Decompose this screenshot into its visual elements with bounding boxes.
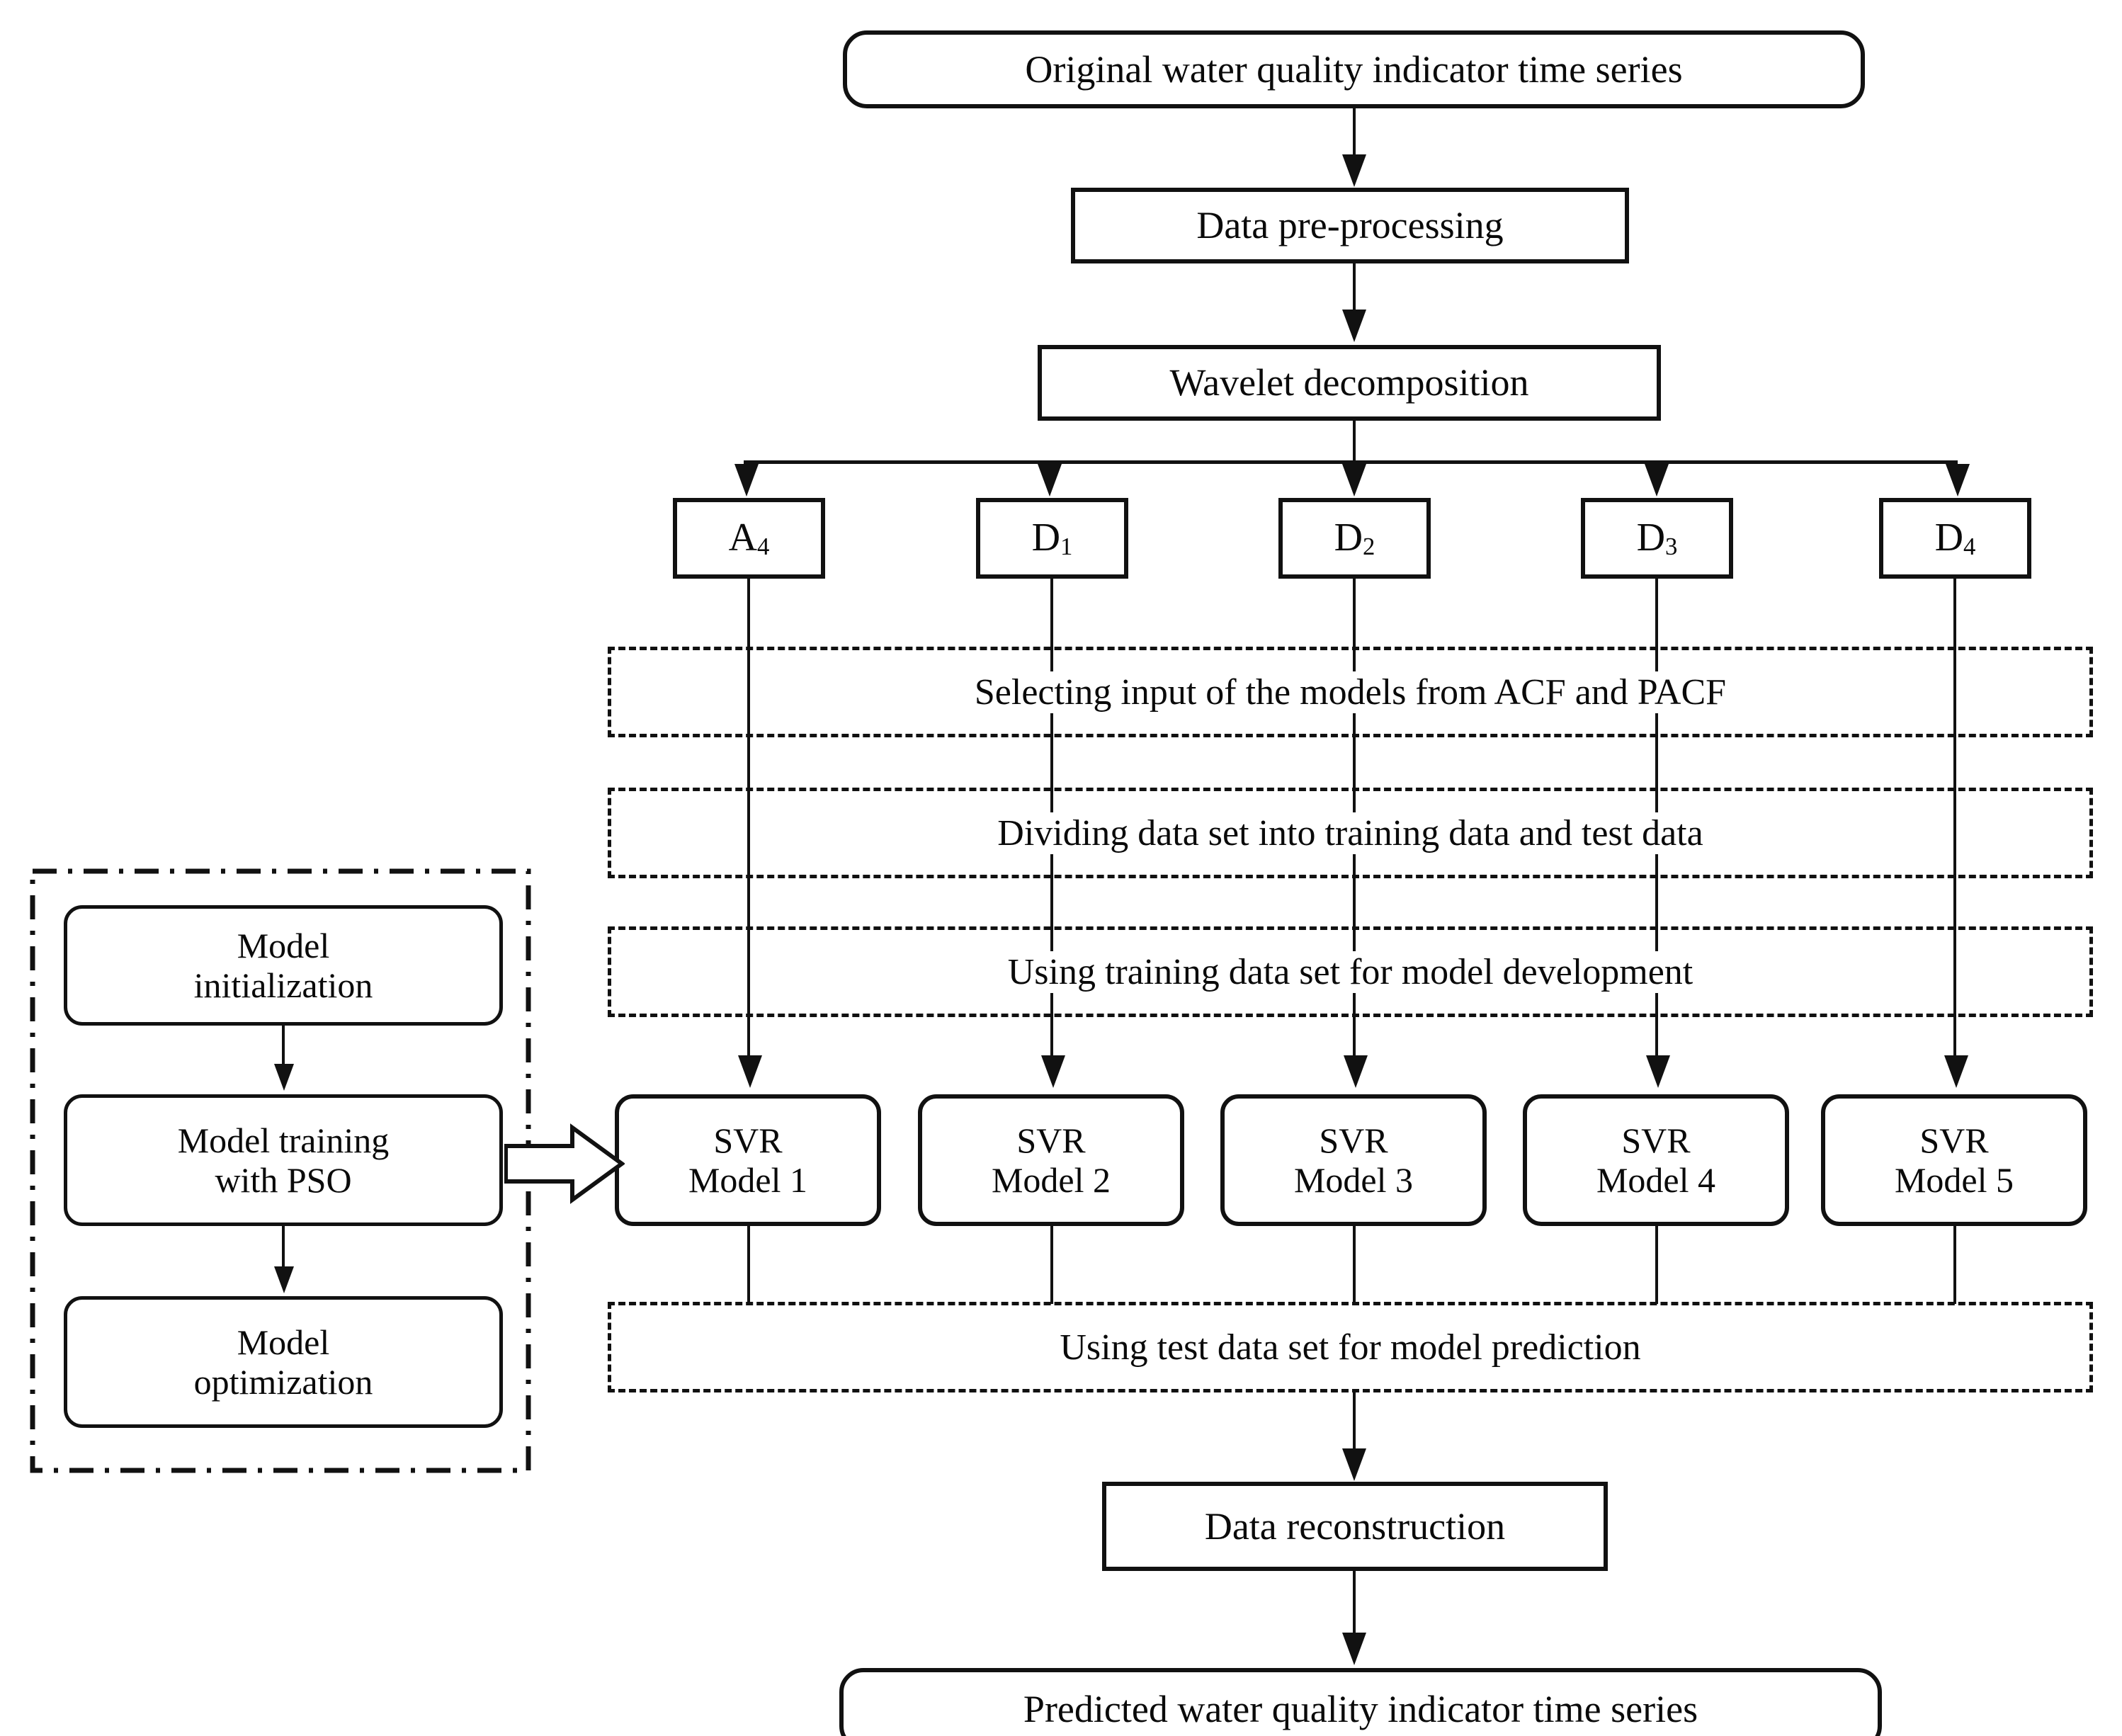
band-training-development-label: Using training data set for model develo… (994, 951, 1706, 993)
arrowhead-reconstruction (1342, 1448, 1366, 1481)
node-component-d2-label: D2 (1334, 515, 1375, 561)
node-model-training-pso-line1: Model training (177, 1121, 390, 1160)
svr-4-to-test-band (1655, 1226, 1658, 1304)
node-model-initialization-line1: Model (237, 926, 330, 965)
pso-panel-frame (30, 868, 531, 1473)
svr-3-to-test-band (1353, 1226, 1356, 1304)
arrowhead-model-training (274, 1064, 294, 1091)
svr-1-to-test-band (747, 1226, 750, 1304)
band-dividing-data-label: Dividing data set into training data and… (985, 812, 1716, 854)
connector-original-to-preprocessing (1353, 108, 1356, 159)
node-model-initialization-line2: initialization (193, 965, 373, 1005)
node-svr-model-2-line1: SVR (1016, 1121, 1086, 1160)
arrowhead-d2 (1342, 464, 1366, 497)
node-component-d4[interactable]: D4 (1879, 498, 2031, 579)
svr-5-to-test-band (1953, 1226, 1956, 1304)
arrowhead-predicted (1342, 1633, 1366, 1665)
arrowhead-a4 (734, 464, 759, 497)
node-svr-model-3-line2: Model 3 (1293, 1160, 1414, 1200)
node-model-initialization[interactable]: Model initialization (64, 905, 503, 1026)
node-svr-model-4-line1: SVR (1621, 1121, 1691, 1160)
node-component-a4[interactable]: A4 (673, 498, 825, 579)
connector-preprocessing-to-wavelet (1353, 263, 1356, 314)
node-data-preprocessing[interactable]: Data pre-processing (1071, 188, 1629, 263)
band-training-development[interactable]: Using training data set for model develo… (608, 926, 2093, 1017)
node-wavelet-decomposition-label: Wavelet decomposition (1169, 361, 1529, 404)
connector-init-to-training (282, 1026, 285, 1070)
node-model-optimization-line2: optimization (193, 1362, 373, 1402)
connector-training-to-optimization (282, 1226, 285, 1271)
node-model-training-pso-line2: with PSO (215, 1160, 352, 1200)
connector-wavelet-to-bus (1353, 421, 1356, 462)
node-model-optimization[interactable]: Model optimization (64, 1296, 503, 1428)
svr-2-to-test-band (1050, 1226, 1053, 1304)
node-svr-model-5-line2: Model 5 (1894, 1160, 2014, 1200)
band-test-prediction-label: Using test data set for model prediction (1047, 1326, 1654, 1368)
node-predicted-series[interactable]: Predicted water quality indicator time s… (839, 1668, 1882, 1736)
distribution-bus (745, 460, 1956, 464)
node-svr-model-5[interactable]: SVR Model 5 (1821, 1094, 2087, 1226)
node-svr-model-3-line1: SVR (1319, 1121, 1388, 1160)
arrowhead-d4 (1946, 464, 1970, 497)
block-arrow-pso-to-svr (504, 1123, 625, 1204)
arrowhead-preprocessing (1342, 154, 1366, 187)
node-component-d2[interactable]: D2 (1278, 498, 1431, 579)
node-svr-model-1-line1: SVR (713, 1121, 783, 1160)
node-svr-model-4-line2: Model 4 (1596, 1160, 1716, 1200)
band-selecting-input[interactable]: Selecting input of the models from ACF a… (608, 647, 2093, 737)
arrowhead-svr-1 (738, 1055, 762, 1088)
node-model-optimization-line1: Model (237, 1322, 330, 1362)
column-line-5 (1953, 579, 1956, 1060)
node-wavelet-decomposition[interactable]: Wavelet decomposition (1038, 345, 1661, 421)
node-predicted-series-label: Predicted water quality indicator time s… (1023, 1687, 1698, 1730)
node-data-reconstruction[interactable]: Data reconstruction (1102, 1482, 1608, 1571)
node-component-a4-label: A4 (728, 515, 770, 561)
arrowhead-wavelet (1342, 310, 1366, 342)
node-data-preprocessing-label: Data pre-processing (1196, 204, 1504, 247)
node-original-series[interactable]: Original water quality indicator time se… (843, 30, 1865, 108)
node-svr-model-5-line1: SVR (1919, 1121, 1989, 1160)
node-svr-model-1[interactable]: SVR Model 1 (615, 1094, 881, 1226)
node-component-d3[interactable]: D3 (1581, 498, 1733, 579)
node-model-training-pso[interactable]: Model training with PSO (64, 1094, 503, 1226)
band-selecting-input-label: Selecting input of the models from ACF a… (961, 671, 1740, 713)
node-component-d1[interactable]: D1 (976, 498, 1128, 579)
connector-testband-to-reconstruction (1353, 1392, 1356, 1455)
arrowhead-svr-4 (1646, 1055, 1670, 1088)
node-component-d1-label: D1 (1031, 515, 1073, 561)
band-test-prediction[interactable]: Using test data set for model prediction (608, 1302, 2093, 1392)
node-svr-model-4[interactable]: SVR Model 4 (1523, 1094, 1789, 1226)
arrowhead-svr-3 (1344, 1055, 1368, 1088)
node-svr-model-2-line2: Model 2 (991, 1160, 1111, 1200)
node-svr-model-3[interactable]: SVR Model 3 (1220, 1094, 1487, 1226)
arrowhead-svr-5 (1944, 1055, 1968, 1088)
arrowhead-d1 (1038, 464, 1062, 497)
arrowhead-svr-2 (1041, 1055, 1065, 1088)
node-svr-model-2[interactable]: SVR Model 2 (918, 1094, 1184, 1226)
arrowhead-d3 (1645, 464, 1669, 497)
band-dividing-data[interactable]: Dividing data set into training data and… (608, 788, 2093, 878)
arrowhead-model-optimization (274, 1266, 294, 1293)
connector-reconstruction-to-predicted (1353, 1571, 1356, 1639)
column-line-1 (747, 579, 750, 1060)
node-data-reconstruction-label: Data reconstruction (1204, 1504, 1506, 1548)
node-svr-model-1-line2: Model 1 (688, 1160, 808, 1200)
node-component-d4-label: D4 (1934, 515, 1976, 561)
node-original-series-label: Original water quality indicator time se… (1025, 47, 1683, 91)
node-component-d3-label: D3 (1636, 515, 1678, 561)
